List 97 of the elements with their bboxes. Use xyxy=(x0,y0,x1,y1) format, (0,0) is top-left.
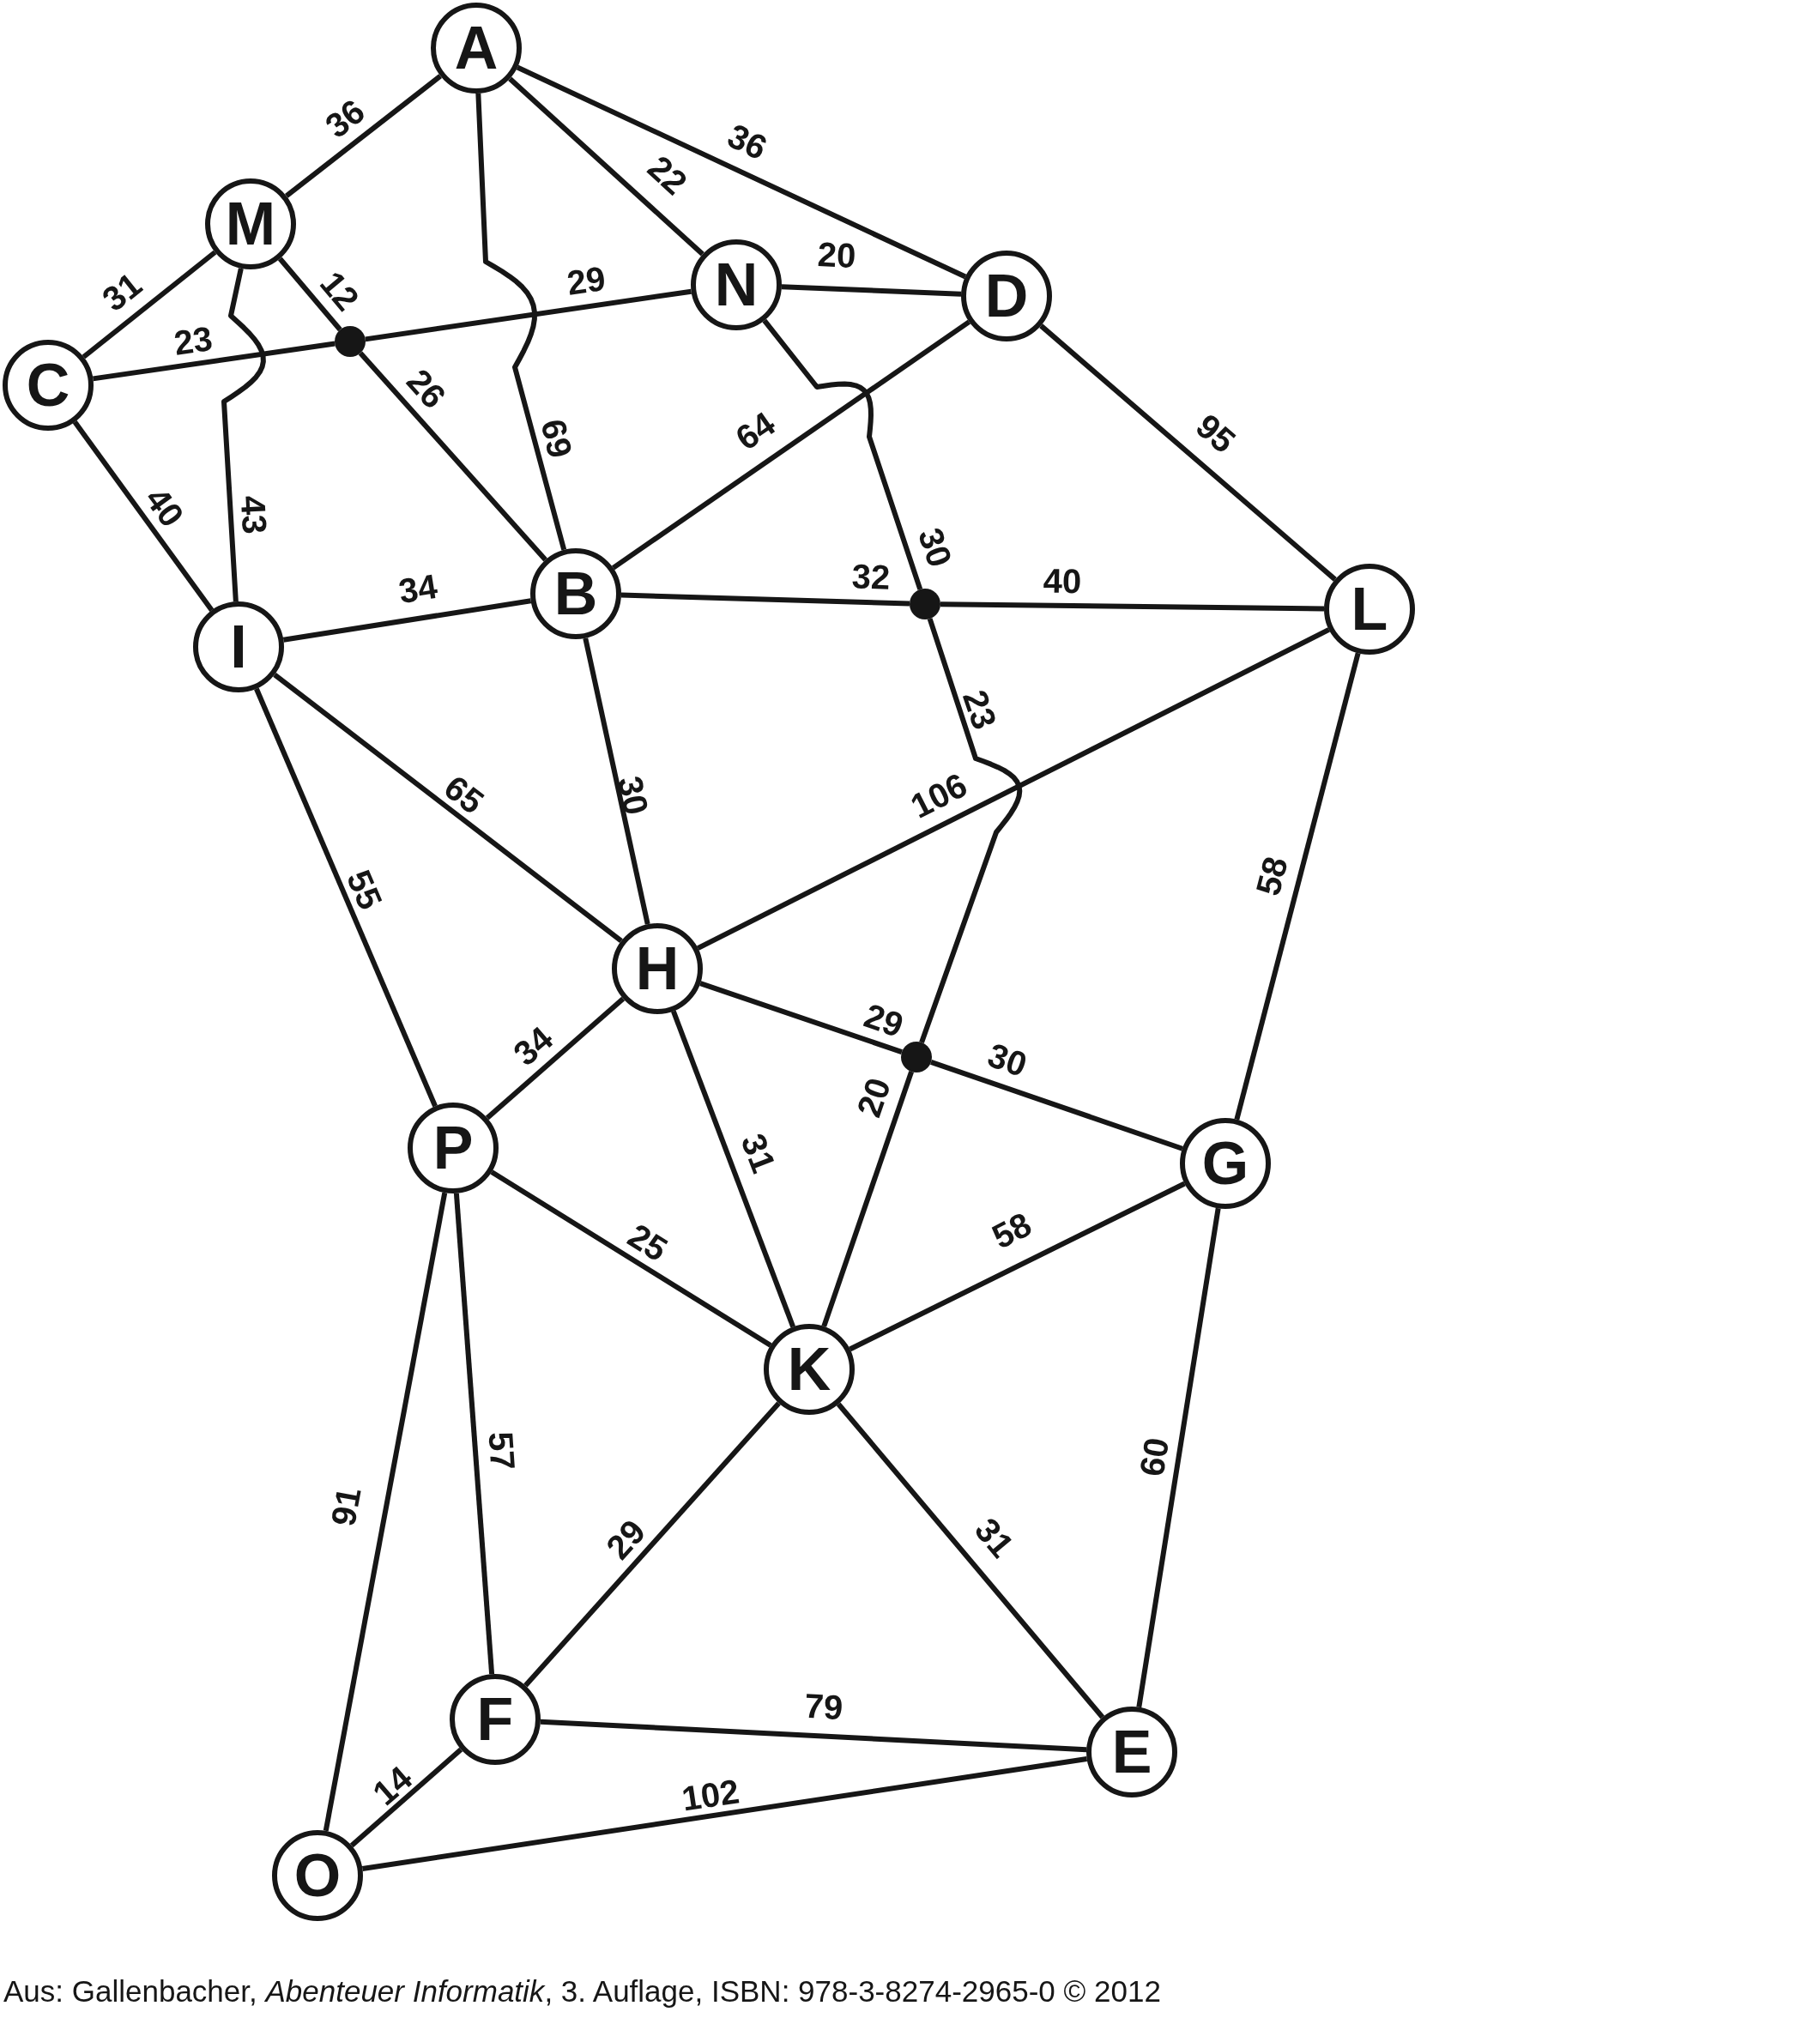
connector-line xyxy=(365,288,692,342)
edge-weight: 12 xyxy=(314,265,366,317)
connector-line xyxy=(349,1747,463,1848)
edge-weight: 31 xyxy=(969,1512,1020,1563)
connector-line xyxy=(508,76,704,257)
connector-line xyxy=(490,1169,772,1348)
graph-node: M xyxy=(205,178,296,269)
connector-line xyxy=(620,592,910,607)
graph-node: B xyxy=(530,548,621,639)
graph-node: H xyxy=(612,923,703,1014)
edge-weight: 30 xyxy=(983,1036,1031,1083)
edge-weight: 102 xyxy=(680,1773,741,1816)
connector-line xyxy=(1136,1207,1221,1708)
edge-weight: 29 xyxy=(860,997,908,1043)
connector-line xyxy=(72,420,215,612)
connector-line xyxy=(82,250,217,359)
edge-weight: 58 xyxy=(987,1206,1037,1254)
graph-node: I xyxy=(193,601,284,692)
edge-weight: 34 xyxy=(396,568,440,609)
graph-node: G xyxy=(1180,1118,1271,1209)
connector-line xyxy=(583,637,650,925)
connector-line xyxy=(358,351,547,562)
connector-line xyxy=(670,1010,796,1328)
connector-line xyxy=(523,1401,781,1688)
connector-line xyxy=(836,1402,1105,1719)
junction-dot xyxy=(335,326,366,357)
graph-node: E xyxy=(1086,1707,1177,1797)
connector-line xyxy=(919,618,1023,1044)
edge-weight: 30 xyxy=(612,773,655,818)
graph-node: L xyxy=(1324,564,1415,655)
edge-weight: 34 xyxy=(507,1020,559,1072)
edge-weight: 31 xyxy=(735,1129,782,1177)
edge-weight: 25 xyxy=(622,1217,674,1267)
junction-dot xyxy=(910,589,940,619)
graph-node: A xyxy=(431,3,522,94)
edge-weight: 58 xyxy=(1250,853,1293,899)
edge-weight: 22 xyxy=(642,149,693,201)
edge-weight: 106 xyxy=(905,767,972,824)
connector-line xyxy=(254,687,438,1108)
connector-line xyxy=(323,1192,448,1832)
connector-line xyxy=(1234,652,1361,1121)
caption: Aus: Gallenbacher, Abenteuer Informatik, 3. Auflage, ISBN: 978-3-8274-2965-0 © 2012 xyxy=(3,1973,1161,2009)
edge-weight: 91 xyxy=(325,1484,366,1529)
edge-weight: 29 xyxy=(565,261,608,300)
edge-weight: 43 xyxy=(235,494,273,535)
connector-line xyxy=(282,598,532,643)
edge-weight: 55 xyxy=(341,865,389,915)
connector-line xyxy=(273,672,623,944)
edge-weight: 14 xyxy=(366,1760,418,1811)
connector-line xyxy=(781,284,962,297)
connector-line xyxy=(475,93,567,551)
graph-node: C xyxy=(3,340,94,431)
edge-weight: 79 xyxy=(803,1688,844,1725)
edge-weight: 40 xyxy=(139,481,190,533)
edge-weight: 29 xyxy=(600,1514,651,1565)
edge-weight: 20 xyxy=(816,237,857,273)
graph-node: O xyxy=(272,1830,363,1921)
edge-weight: 26 xyxy=(401,363,452,414)
connector-line xyxy=(696,627,1331,951)
connector-line xyxy=(361,1756,1088,1871)
connector-line xyxy=(699,981,903,1055)
edge-weight: 32 xyxy=(851,559,891,595)
connector-line xyxy=(821,1071,914,1327)
connector-line xyxy=(849,1181,1186,1352)
edge-weight: 36 xyxy=(319,93,371,144)
edge-weight: 31 xyxy=(96,266,148,317)
connector-line xyxy=(485,996,626,1121)
graph-node: P xyxy=(408,1103,499,1193)
graph-node: N xyxy=(691,239,782,330)
edge-weight: 23 xyxy=(172,321,215,360)
edge-weight: 57 xyxy=(483,1430,521,1471)
connector-line xyxy=(611,319,971,571)
edge-weight: 60 xyxy=(1134,1435,1175,1479)
junction-dot xyxy=(901,1042,932,1072)
edge-weight: 69 xyxy=(535,415,578,462)
edge-weight: 40 xyxy=(1043,563,1082,599)
edge-weight: 64 xyxy=(729,405,781,456)
graph-node: K xyxy=(764,1324,855,1415)
connector-line xyxy=(453,1193,495,1675)
connector-line xyxy=(762,318,923,590)
edge-weight: 65 xyxy=(438,769,490,820)
connector-line xyxy=(277,257,342,332)
graph-node: D xyxy=(961,251,1052,341)
connector-line xyxy=(93,341,336,382)
edge-weight: 95 xyxy=(1190,408,1242,459)
edge-weight: 20 xyxy=(850,1073,897,1121)
edge-weight: 36 xyxy=(723,118,772,166)
graph-node: F xyxy=(450,1674,541,1765)
edge-weight: 23 xyxy=(957,686,1003,734)
connector-line xyxy=(221,268,266,602)
connector-line xyxy=(284,74,443,198)
connector-line xyxy=(940,601,1325,612)
connector-line xyxy=(540,1719,1087,1753)
edge-weight: 30 xyxy=(912,523,958,571)
connector-line xyxy=(930,1060,1183,1151)
connector-line xyxy=(1039,323,1337,582)
connector-line xyxy=(516,64,967,280)
